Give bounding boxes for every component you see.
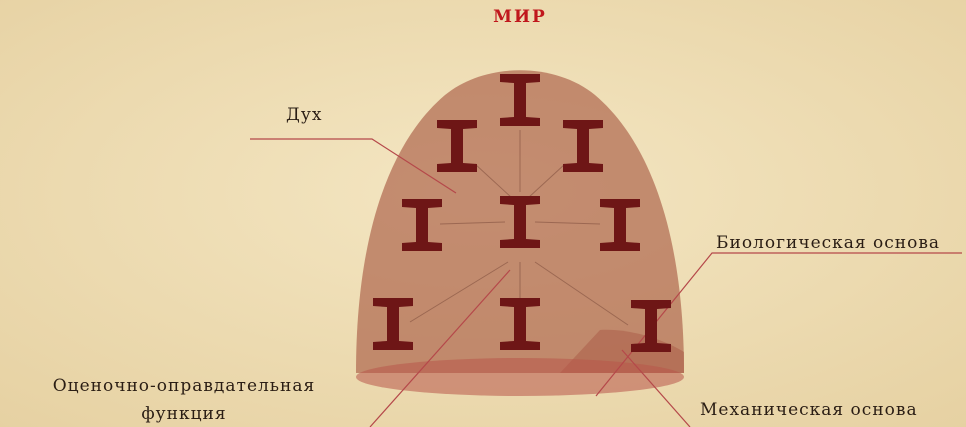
label-spirit: Дух: [286, 105, 322, 125]
label-evaluative-function: Оценочно-оправдательная функция: [14, 372, 354, 427]
diagram-title: МИР: [0, 7, 966, 27]
label-mechanical-basis: Механическая основа: [700, 400, 918, 420]
label-biological-basis: Биологическая основа: [716, 233, 940, 253]
